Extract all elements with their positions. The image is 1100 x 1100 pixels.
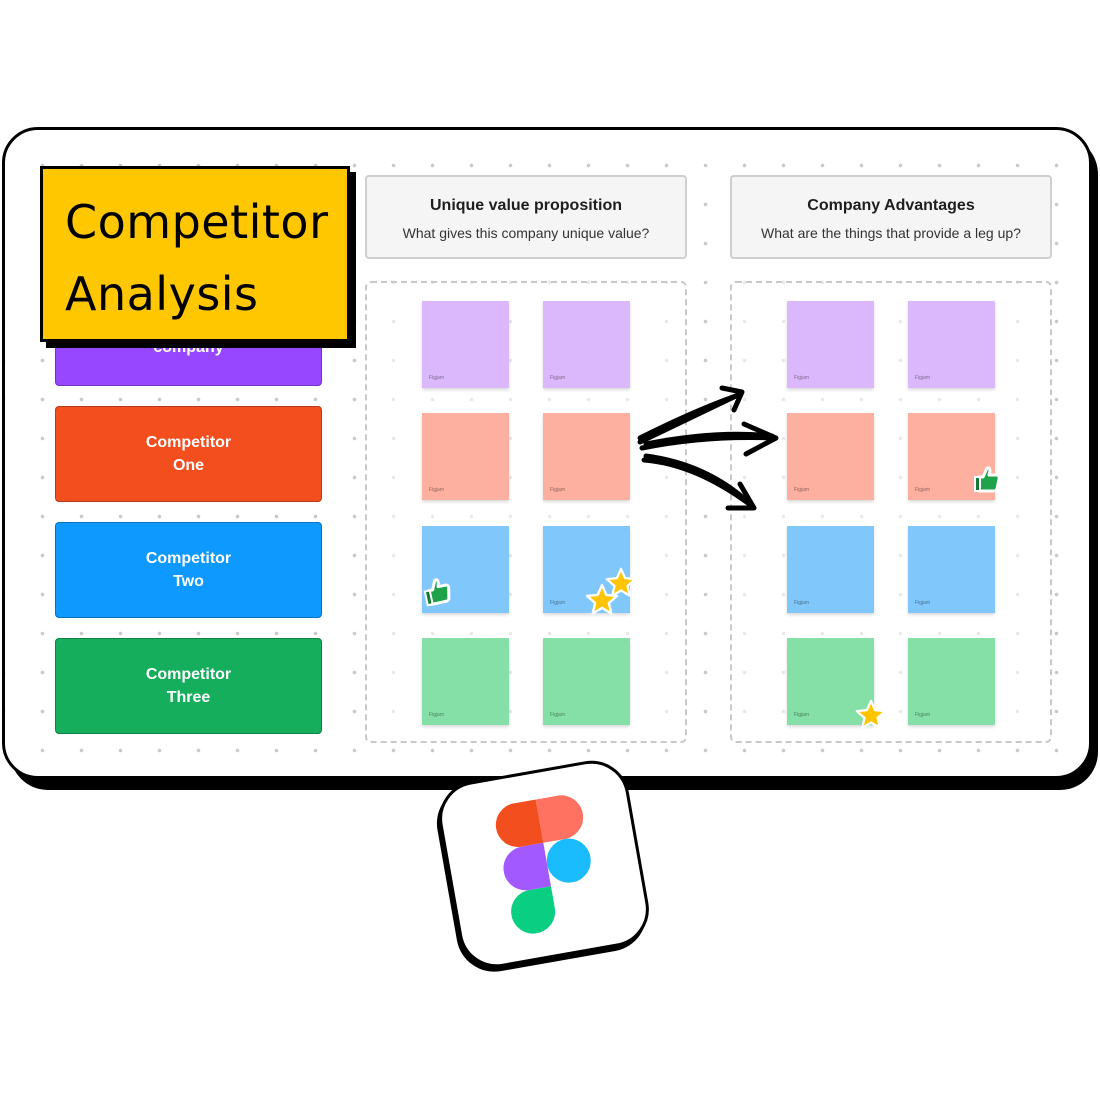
sticky-tag: Figjam xyxy=(794,487,810,493)
competitor-label: Competitor xyxy=(145,434,232,451)
thumbs-up-icon[interactable] xyxy=(420,574,454,608)
sticky-note[interactable]: Figjam xyxy=(908,301,995,388)
sticky-tag: Figjam xyxy=(429,712,445,718)
sticky-tag: Figjam xyxy=(794,712,810,718)
sticky-tag: Figjam xyxy=(915,600,931,606)
thumbs-up-icon[interactable] xyxy=(970,462,1004,496)
sticky-tag: Figjam xyxy=(429,487,445,493)
column-subtitle: What gives this company unique value? xyxy=(402,225,650,241)
arrow-icon xyxy=(637,385,779,511)
competitor-label: One xyxy=(172,457,205,474)
sticky-tag: Figjam xyxy=(550,375,566,381)
title-sticky[interactable]: Competitor Analysis xyxy=(40,166,350,342)
sticky-tag: Figjam xyxy=(550,487,566,493)
star-icon[interactable] xyxy=(604,566,638,600)
column-header-advantages[interactable]: Company Advantages What are the things t… xyxy=(730,175,1052,259)
column-title: Unique value proposition xyxy=(429,197,622,214)
sticky-note[interactable]: Figjam xyxy=(908,638,995,725)
sticky-tag: Figjam xyxy=(915,487,931,493)
competitor-card-two[interactable]: Competitor Two xyxy=(55,522,322,618)
sticky-tag: Figjam xyxy=(429,375,445,381)
sticky-area-uvp: Figjam Figjam Figjam Figjam Figjam Figja… xyxy=(365,281,687,743)
sticky-tag: Figjam xyxy=(550,712,566,718)
figma-logo-icon xyxy=(495,795,591,934)
title-line-2: Analysis xyxy=(65,267,259,321)
competitor-label: Three xyxy=(166,689,211,706)
sticky-note[interactable]: Figjam xyxy=(543,413,630,500)
column-title: Company Advantages xyxy=(807,197,975,214)
competitor-card-one[interactable]: Competitor One xyxy=(55,406,322,502)
sticky-tag: Figjam xyxy=(794,600,810,606)
competitor-label: company xyxy=(153,339,224,356)
sticky-tag: Figjam xyxy=(915,375,931,381)
column-header-uvp[interactable]: Unique value proposition What gives this… xyxy=(365,175,687,259)
competitor-card-three[interactable]: Competitor Three xyxy=(55,638,322,734)
sticky-note[interactable]: Figjam xyxy=(422,413,509,500)
column-subtitle: What are the things that provide a leg u… xyxy=(761,225,1021,241)
sticky-note[interactable]: Figjam xyxy=(787,526,874,613)
title-line-1: Competitor xyxy=(65,195,329,249)
sticky-note[interactable]: Figjam xyxy=(787,413,874,500)
sticky-note[interactable]: Figjam xyxy=(422,301,509,388)
sticky-note[interactable]: Figjam xyxy=(787,301,874,388)
sticky-note[interactable]: Figjam xyxy=(543,301,630,388)
sticky-tag: Figjam xyxy=(794,375,810,381)
sticky-note[interactable]: Figjam xyxy=(908,526,995,613)
sticky-note[interactable]: Figjam xyxy=(543,638,630,725)
sticky-tag: Figjam xyxy=(550,600,566,606)
competitor-label: Two xyxy=(173,573,204,590)
star-icon[interactable] xyxy=(854,698,888,732)
competitor-label: Competitor xyxy=(145,550,232,567)
sticky-tag: Figjam xyxy=(915,712,931,718)
sticky-note[interactable]: Figjam xyxy=(422,638,509,725)
competitor-label: Competitor xyxy=(145,666,232,683)
figma-badge xyxy=(433,754,655,974)
